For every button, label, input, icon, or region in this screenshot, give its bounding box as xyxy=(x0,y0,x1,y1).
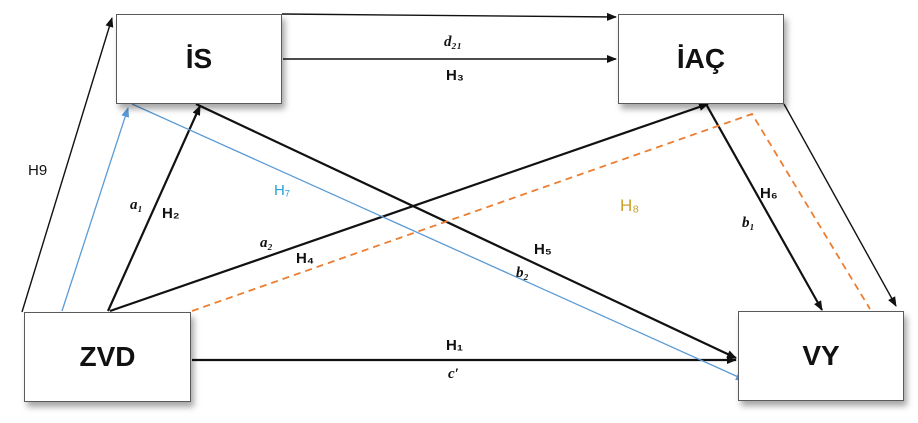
label-h5: H₅ xyxy=(534,241,552,258)
iac-vy-outer-arrow xyxy=(783,103,897,307)
label-h4: H₄ xyxy=(296,250,314,267)
node-is-label: İS xyxy=(185,43,213,74)
node-vy-label: VY xyxy=(802,340,840,371)
h7-arrow-down xyxy=(131,103,746,381)
label-b1: b₁ xyxy=(742,215,755,231)
node-is: İS xyxy=(116,14,282,104)
label-h8: H₈ xyxy=(620,196,640,215)
label-h1: H₁ xyxy=(446,337,464,354)
label-b2: b₂ xyxy=(516,265,529,281)
node-iac-label: İAÇ xyxy=(676,43,726,74)
h5-arrow xyxy=(195,103,737,359)
h9-arrow-up xyxy=(21,17,114,313)
h2-arrow xyxy=(106,105,202,312)
label-h9: H9 xyxy=(28,162,48,179)
node-vy: VY xyxy=(738,311,904,401)
label-h3: H₃ xyxy=(446,67,464,84)
label-a2: a₂ xyxy=(260,235,273,251)
node-zvd-label: ZVD xyxy=(79,341,136,372)
node-iac: İAÇ xyxy=(618,14,784,104)
h6-arrow xyxy=(705,103,823,311)
label-h7: H₇ xyxy=(274,182,290,199)
label-c-prime: c′ xyxy=(448,366,459,382)
h7-arrow-up xyxy=(61,107,130,312)
label-h6: H₆ xyxy=(760,185,778,202)
top-connector-arrow xyxy=(281,12,617,21)
node-zvd: ZVD xyxy=(24,312,191,402)
label-a1: a₁ xyxy=(130,197,143,213)
label-h2: H₂ xyxy=(162,205,180,222)
h8-dashed-path xyxy=(191,112,871,312)
label-d21: d₂₁ xyxy=(444,34,462,50)
h4-arrow xyxy=(109,102,709,313)
